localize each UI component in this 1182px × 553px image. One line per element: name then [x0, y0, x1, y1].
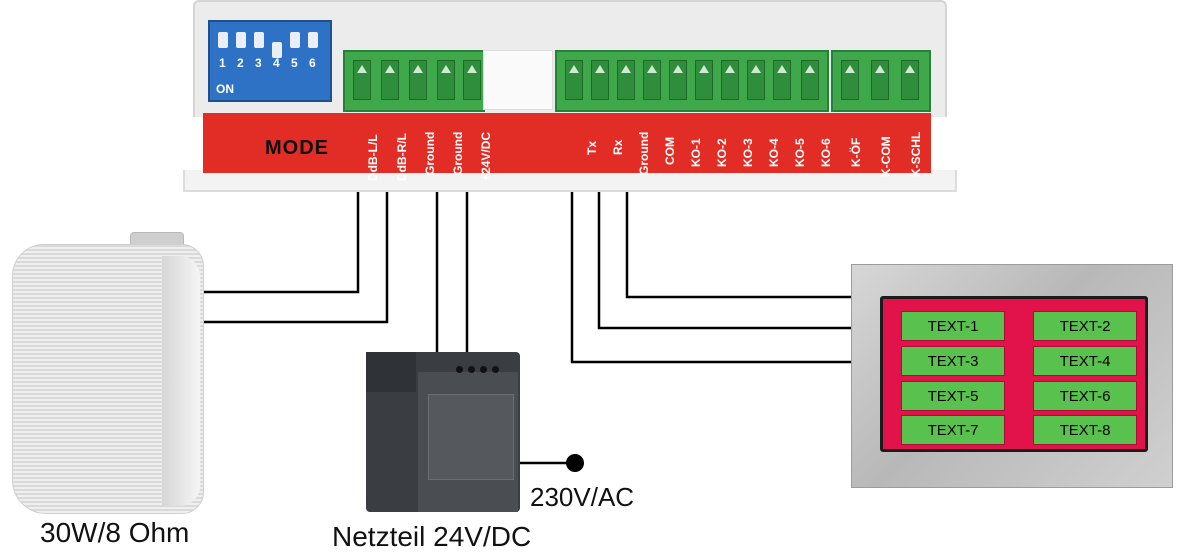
terminal-label-ko5: KO-5 [793, 138, 807, 167]
terminal-label-strip: MODE DdB-L/L DdB-R/L Ground Ground +24V/… [203, 113, 931, 181]
speaker-caption: 30W/8 Ohm [40, 517, 190, 548]
power-supply [366, 352, 526, 512]
wire-panel-rx [597, 185, 855, 330]
ac-input-label: 230V/AC [530, 482, 635, 512]
terminal-label-ko4: KO-4 [767, 138, 781, 167]
terminal-label-k-oef: K-ÖF [849, 137, 863, 167]
psu-terminals [456, 366, 516, 376]
wire-panel-ground [625, 185, 855, 299]
panel-screen: TEXT-1 TEXT-2 TEXT-3 TEXT-4 TEXT-5 TEXT-… [883, 299, 1145, 449]
terminal-label-ground-2: Ground [451, 131, 465, 175]
psu-caption: Netzteil 24V/DC [332, 521, 532, 552]
panel-button-8[interactable]: TEXT-8 [1033, 415, 1137, 445]
terminal-label-ddb-l: DdB-L/L [366, 134, 380, 181]
dip-lever-6[interactable] [308, 32, 318, 48]
panel-button-1[interactable]: TEXT-1 [901, 311, 1005, 341]
terminal-label-tx: Tx [585, 140, 599, 155]
wire-panel-tx [570, 185, 855, 364]
terminal-label-ground-1: Ground [423, 131, 437, 175]
panel-button-3[interactable]: TEXT-3 [901, 346, 1005, 376]
speaker [12, 232, 204, 514]
touch-panel: TEXT-1 TEXT-2 TEXT-3 TEXT-4 TEXT-5 TEXT-… [851, 264, 1173, 488]
psu-label-plate [428, 394, 514, 480]
terminal-label-ko3: KO-3 [741, 138, 755, 167]
dip-lever-2[interactable] [236, 32, 246, 48]
terminal-label-ko1: KO-1 [689, 138, 703, 167]
terminal-label-k-schl: K-SCHL [909, 131, 923, 177]
wire-speaker-right [198, 185, 389, 324]
dip-number-3: 3 [255, 56, 262, 70]
psu-step [366, 352, 416, 392]
panel-button-4[interactable]: TEXT-4 [1033, 346, 1137, 376]
dip-number-2: 2 [237, 56, 244, 70]
dip-lever-4[interactable] [272, 42, 282, 58]
terminal-label-ddb-r: DdB-R/L [395, 133, 409, 181]
controller-base [183, 170, 957, 192]
wire-speaker-left [198, 185, 360, 294]
terminal-block-middle [555, 50, 829, 112]
terminal-label-k-com: K-COM [879, 136, 893, 177]
dip-number-5: 5 [291, 56, 298, 70]
panel-button-5[interactable]: TEXT-5 [901, 381, 1005, 411]
ac-connection-dot [566, 454, 584, 472]
terminal-label-24v: +24V/DC [479, 131, 493, 181]
dip-lever-1[interactable] [218, 32, 228, 48]
terminal-label-ko2: KO-2 [715, 138, 729, 167]
dip-lever-5[interactable] [290, 32, 300, 48]
terminal-block-right [831, 50, 931, 112]
dip-number-6: 6 [309, 56, 316, 70]
terminal-label-com: COM [663, 137, 677, 165]
speaker-side [162, 256, 200, 506]
controller-module: 1 2 3 4 5 6 ON MODE DdB-L/L DdB-R/L Grou… [183, 0, 957, 192]
dip-number-1: 1 [219, 56, 226, 70]
dip-switch[interactable]: 1 2 3 4 5 6 ON [208, 20, 332, 102]
panel-button-2[interactable]: TEXT-2 [1033, 311, 1137, 341]
dip-lever-3[interactable] [254, 32, 264, 48]
dip-on-label: ON [216, 82, 234, 96]
terminal-block-left [343, 50, 485, 112]
terminal-label-ground-3: Ground [637, 131, 651, 175]
terminal-label-rx: Rx [611, 139, 625, 155]
panel-button-6[interactable]: TEXT-6 [1033, 381, 1137, 411]
panel-button-7[interactable]: TEXT-7 [901, 415, 1005, 445]
mode-label: MODE [265, 137, 329, 159]
dip-number-4: 4 [273, 56, 280, 70]
connector-gap [483, 50, 553, 110]
terminal-label-ko6: KO-6 [819, 138, 833, 167]
